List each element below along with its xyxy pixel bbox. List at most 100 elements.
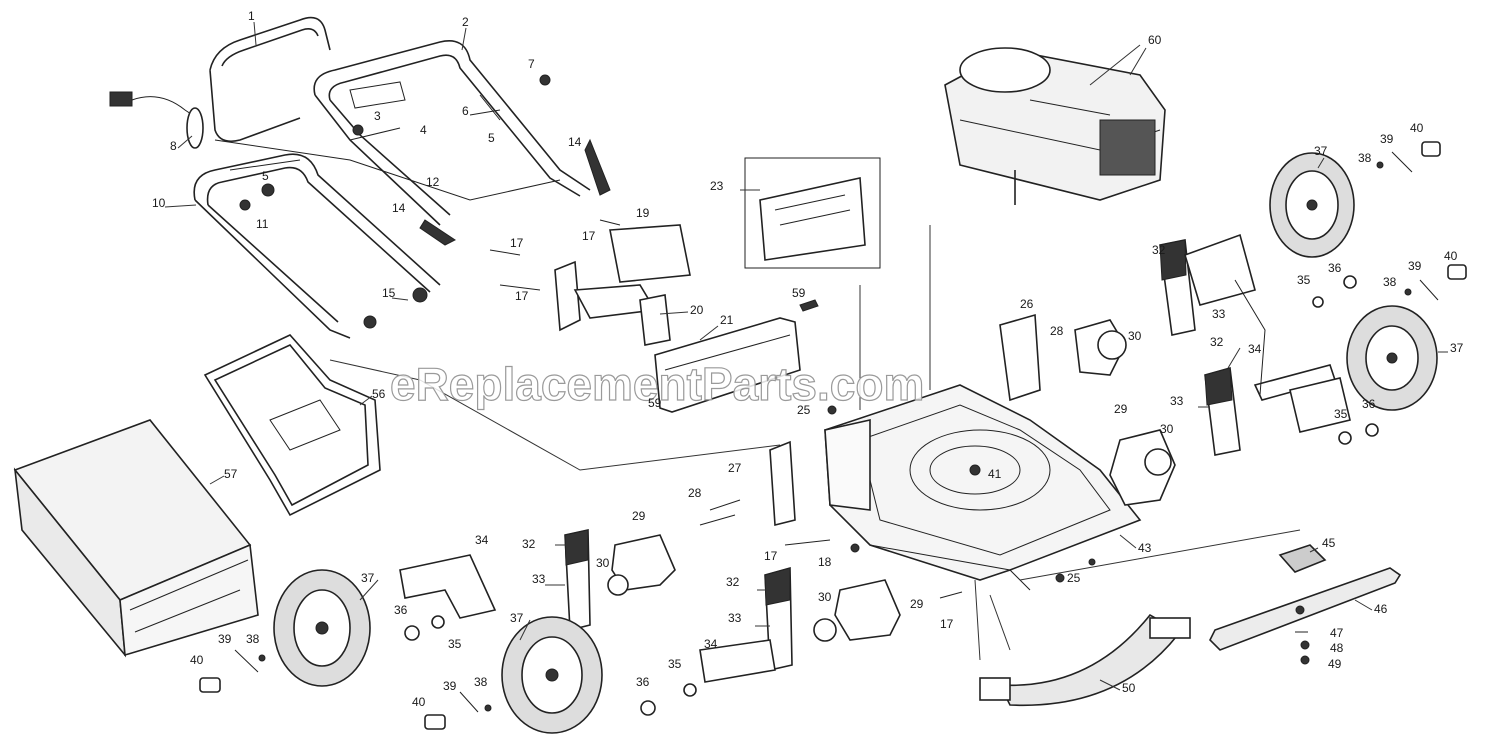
cable-routing-lines (214, 139, 561, 201)
part-label-28: 28 (688, 486, 702, 500)
label-leader-lines (164, 21, 1448, 691)
part-label-15: 15 (382, 286, 396, 300)
blade-adapter (1278, 544, 1327, 573)
control-cable (109, 91, 204, 149)
part-label-14: 14 (392, 201, 406, 215)
watermark-text: eReplacementParts.com (390, 358, 924, 410)
part-label-59: 59 (648, 396, 662, 410)
lower-handle (193, 153, 441, 339)
engine (944, 44, 1166, 205)
part-label-25: 25 (1067, 571, 1081, 585)
axles (399, 279, 1351, 683)
deck-leader-lines (859, 225, 1301, 661)
part-label-32: 32 (522, 537, 536, 551)
part-label-26: 26 (1020, 297, 1034, 311)
part-label-32: 32 (726, 575, 740, 589)
part-label-47: 47 (1330, 626, 1344, 640)
part-label-30: 30 (1128, 329, 1142, 343)
part-label-49: 49 (1328, 657, 1342, 671)
part-label-11: 11 (256, 217, 269, 231)
part-label-29: 29 (632, 509, 646, 523)
discharge-deflector (979, 613, 1191, 707)
part-label-6: 6 (462, 104, 469, 118)
part-label-5: 5 (488, 131, 495, 145)
part-label-37: 37 (510, 611, 524, 625)
part-label-37: 37 (1450, 341, 1464, 355)
part-label-29: 29 (910, 597, 924, 611)
grass-bag (13, 419, 259, 658)
part-label-17: 17 (764, 549, 778, 563)
part-label-59: 59 (792, 286, 806, 300)
part-label-18: 18 (818, 555, 832, 569)
wheel-rear-upper (1269, 152, 1355, 258)
part-label-45: 45 (1322, 536, 1336, 550)
part-label-40: 40 (190, 653, 204, 667)
part-label-37: 37 (361, 571, 375, 585)
part-label-27: 27 (728, 461, 742, 475)
part-label-17: 17 (510, 236, 524, 250)
height-adjuster-front-right (764, 566, 901, 671)
part-label-37: 37 (1314, 144, 1328, 158)
part-label-7: 7 (528, 57, 535, 71)
part-label-23: 23 (710, 179, 724, 193)
part-label-29: 29 (1114, 402, 1128, 416)
part-label-8: 8 (170, 139, 177, 153)
part-label-12: 12 (426, 175, 440, 189)
handle-knobs (239, 74, 611, 329)
part-label-20: 20 (690, 303, 704, 317)
part-label-35: 35 (668, 657, 682, 671)
height-adjuster-rear-right (769, 233, 1256, 527)
part-label-35: 35 (448, 637, 462, 651)
part-label-38: 38 (1358, 151, 1372, 165)
part-label-43: 43 (1138, 541, 1152, 555)
rear-baffle (654, 299, 819, 413)
part-label-2: 2 (462, 15, 469, 29)
part-label-33: 33 (728, 611, 742, 625)
part-label-57: 57 (224, 467, 238, 481)
mower-blade (1209, 567, 1402, 651)
part-label-19: 19 (636, 206, 650, 220)
part-label-46: 46 (1374, 602, 1388, 616)
part-labels: 1 2 3 4 5 5 6 7 8 10 11 12 14 14 15 17 1… (152, 9, 1464, 709)
part-label-30: 30 (1160, 422, 1174, 436)
grass-bag-frame (203, 334, 381, 517)
part-label-17: 17 (515, 289, 529, 303)
part-label-1: 1 (248, 9, 255, 23)
handle-bracket-assembly (489, 219, 691, 346)
part-label-21: 21 (720, 313, 734, 327)
part-label-32: 32 (1210, 335, 1224, 349)
part-label-33: 33 (1170, 394, 1184, 408)
part-label-28: 28 (1050, 324, 1064, 338)
part-label-50: 50 (1122, 681, 1136, 695)
part-label-39: 39 (218, 632, 232, 646)
part-label-33: 33 (532, 572, 546, 586)
part-label-3: 3 (374, 109, 381, 123)
part-label-38: 38 (1383, 275, 1397, 289)
part-label-33: 33 (1212, 307, 1226, 321)
part-label-38: 38 (474, 675, 488, 689)
part-label-56: 56 (372, 387, 386, 401)
part-label-36: 36 (1362, 397, 1376, 411)
part-label-10: 10 (152, 196, 166, 210)
part-label-34: 34 (475, 533, 489, 547)
part-label-48: 48 (1330, 641, 1344, 655)
height-adjuster-front-left (564, 529, 676, 632)
part-label-25: 25 (797, 403, 811, 417)
mower-deck (824, 384, 1142, 591)
part-label-14: 14 (568, 135, 582, 149)
part-label-39: 39 (443, 679, 457, 693)
small-hardware (199, 141, 1467, 730)
part-label-5: 5 (262, 169, 269, 183)
part-label-38: 38 (246, 632, 260, 646)
part-label-32: 32 (1152, 243, 1166, 257)
bag-attach-line (329, 359, 781, 471)
wheel-front-right (501, 616, 603, 734)
part-label-60: 60 (1148, 33, 1162, 47)
part-label-40: 40 (1410, 121, 1424, 135)
part-label-35: 35 (1297, 273, 1311, 287)
part-label-40: 40 (412, 695, 426, 709)
part-label-30: 30 (596, 556, 610, 570)
part-label-40: 40 (1444, 249, 1458, 263)
part-label-39: 39 (1408, 259, 1422, 273)
